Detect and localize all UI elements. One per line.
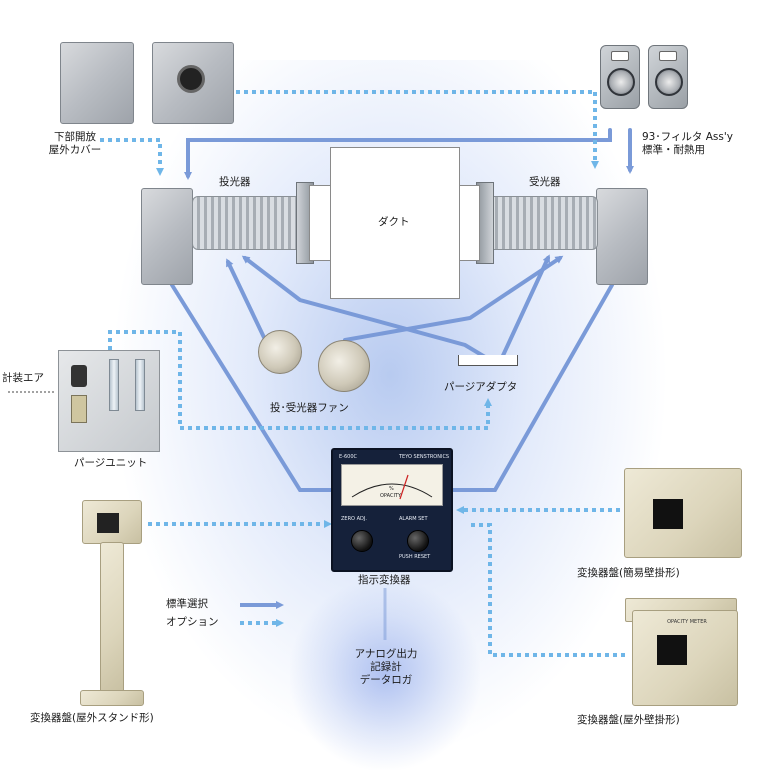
receiver-label: 受光器 <box>529 176 561 188</box>
standard-lines <box>170 128 634 492</box>
meter-face-label: OPACITY <box>380 493 402 499</box>
zero-adj-knob[interactable] <box>351 530 373 552</box>
filter-bowl-icon <box>71 395 87 423</box>
outdoor-wall-label: 変換器盤(屋外壁掛形) <box>577 714 680 726</box>
meter-brand-left: E-600C <box>339 454 357 460</box>
panel-plate: OPACITY METER <box>667 619 707 625</box>
purge-adapter-label: パージアダプタ <box>444 381 518 393</box>
outdoor-window-icon <box>657 635 687 665</box>
receiver-bellows <box>476 196 598 250</box>
purge-adapter-image <box>458 355 518 366</box>
stand-converter-label: 変換器盤(屋外スタンド形) <box>30 712 154 724</box>
stand-base <box>80 690 144 706</box>
legend-option-label: オプション <box>166 616 219 628</box>
duct-left-port <box>309 185 332 261</box>
outdoor-wall-converter: OPACITY METER <box>632 610 738 706</box>
flowmeter-2 <box>135 359 145 411</box>
duct-label: ダクト <box>378 216 410 228</box>
wall-simple-window-icon <box>653 499 683 529</box>
purge-unit-label: パージユニット <box>74 457 148 469</box>
zero-adj-label: ZERO ADJ. <box>341 516 367 522</box>
indicator-label: 指示変換器 <box>358 574 411 586</box>
receiver-housing <box>596 188 648 285</box>
flowmeter-1 <box>109 359 119 411</box>
projector-housing <box>141 188 193 285</box>
legend-standard-label: 標準選択 <box>166 598 208 610</box>
projector-label: 投光器 <box>219 176 251 188</box>
filter-assembly-image-2 <box>648 45 688 109</box>
alarm-set-label: ALARM SET <box>399 516 428 522</box>
push-reset-label: PUSH RESET <box>399 554 431 560</box>
stand-converter-head <box>82 500 142 544</box>
wall-simple-converter <box>624 468 742 558</box>
wall-simple-label: 変換器盤(簡易壁掛形) <box>577 567 680 579</box>
duct: ダクト <box>330 147 460 299</box>
regulator-icon <box>71 365 87 387</box>
meter-face: OPACITY % <box>341 464 443 506</box>
projector-bellows <box>192 196 314 250</box>
purge-unit-image <box>58 350 160 452</box>
instrument-air-label: 計装エア <box>2 372 44 384</box>
outputs-label: アナログ出力 記録計 データロガ <box>354 648 418 686</box>
filter-assembly-image-1 <box>600 45 640 109</box>
fan-image-1 <box>258 330 302 374</box>
filter-label: 93･フィルタ Ass'y 標準・耐熱用 <box>642 131 733 156</box>
lower-open-cover-image <box>60 42 134 124</box>
stand-pole <box>100 542 124 694</box>
fan-label: 投･受光器ファン <box>270 402 349 414</box>
option-lines <box>100 90 625 657</box>
alarm-set-knob[interactable] <box>407 530 429 552</box>
lower-cover-label: 下部開放 屋外カバー <box>48 131 102 156</box>
indicator-converter: E-600C TEYO SENSTRONICS OPACITY % ZERO A… <box>331 448 453 572</box>
outdoor-cover-image <box>152 42 234 124</box>
cover-window-icon <box>177 65 205 93</box>
fan-image-2 <box>318 340 370 392</box>
meter-brand-right: TEYO SENSTRONICS <box>399 454 450 460</box>
stand-window-icon <box>97 513 119 533</box>
meter-scale <box>351 474 433 500</box>
duct-right-port <box>457 185 480 261</box>
meter-percent: % <box>389 486 394 492</box>
